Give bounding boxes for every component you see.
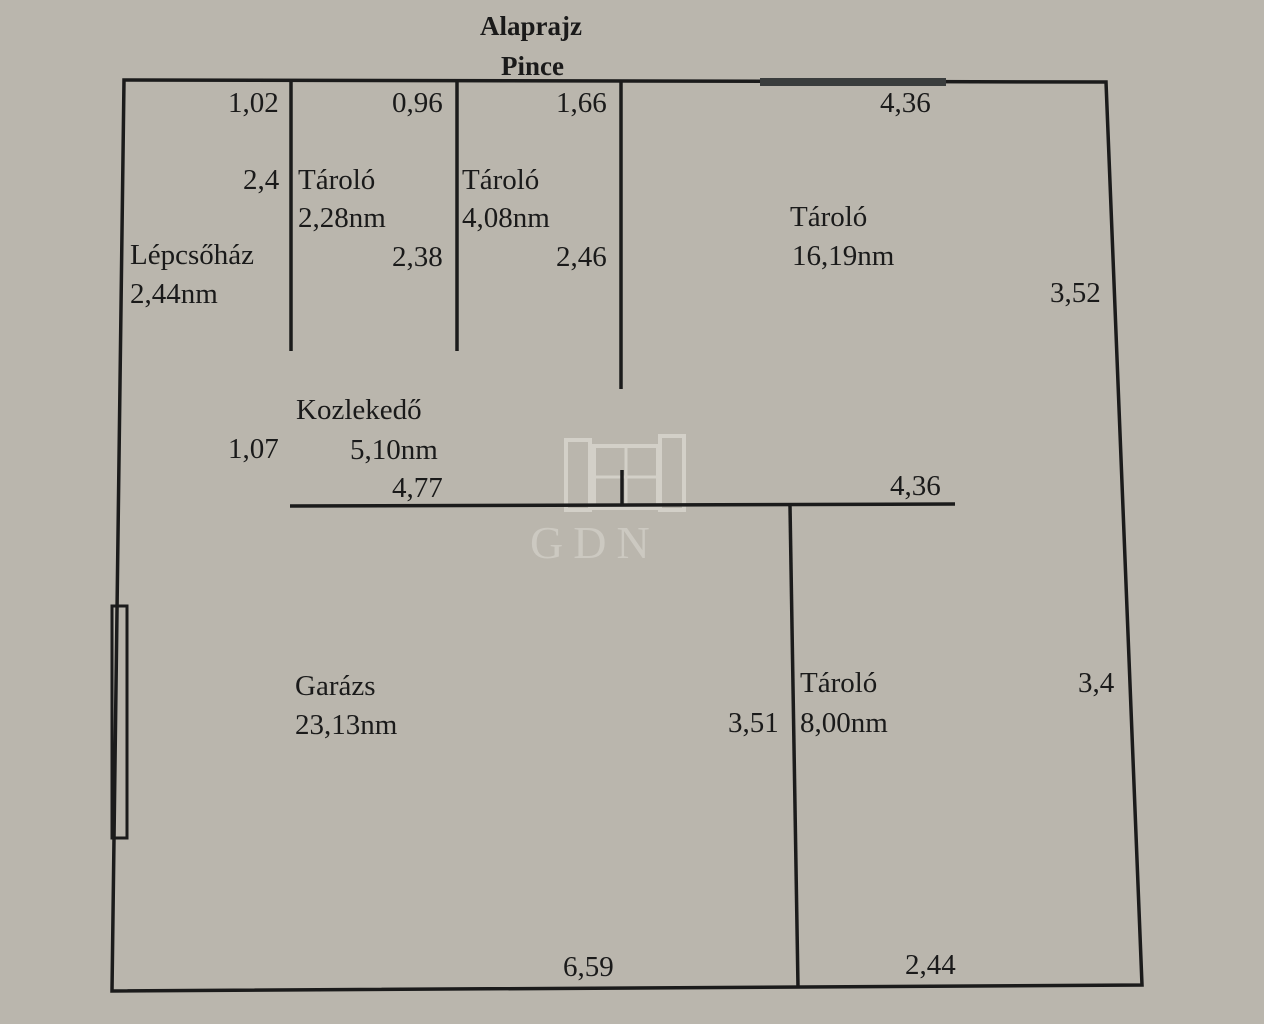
room-area: 23,13nm [295, 709, 398, 741]
room-name: Tároló [800, 667, 877, 699]
dim: 3,52 [1050, 277, 1101, 309]
room-name: Kozlekedő [296, 394, 422, 426]
room-lepcsohaz: Lépcsőház 2,44nm [130, 239, 254, 310]
room-area: 4,08nm [462, 202, 550, 234]
dim: 4,36 [890, 470, 941, 502]
room-name: Tároló [298, 164, 375, 196]
room-area: 2,28nm [298, 202, 386, 234]
watermark-text: GDN [530, 517, 660, 568]
dim: 1,66 [556, 87, 607, 119]
room-name: Tároló [462, 164, 539, 196]
room-tarolo-2: Tároló 4,08nm [462, 164, 550, 234]
room-kozlekedo: Kozlekedő 5,10nm [296, 394, 438, 466]
room-name: Tároló [790, 201, 867, 233]
gdn-watermark-logo: GDN [530, 434, 686, 568]
dim: 2,44 [905, 949, 956, 981]
dim: 4,77 [392, 472, 443, 504]
dim: 3,51 [728, 707, 779, 739]
room-area: 8,00nm [800, 707, 888, 739]
dim: 3,4 [1078, 667, 1115, 699]
dim: 1,07 [228, 433, 279, 465]
room-area: 16,19nm [792, 240, 895, 272]
dim: 6,59 [563, 951, 614, 983]
dim: 0,96 [392, 87, 443, 119]
room-name: Lépcsőház [130, 239, 254, 271]
room-tarolo-3: Tároló 16,19nm [790, 201, 895, 272]
room-tarolo-1: Tároló 2,28nm [298, 164, 386, 234]
plan-subtitle: Pince [501, 51, 564, 81]
room-tarolo-4: Tároló 8,00nm [800, 667, 888, 739]
dim: 2,4 [243, 164, 280, 196]
dim: 2,38 [392, 241, 443, 273]
room-area: 2,44nm [130, 278, 218, 310]
window-left [110, 604, 129, 840]
room-name: Garázs [295, 670, 376, 702]
dim: 1,02 [228, 87, 279, 119]
dim: 4,36 [880, 87, 931, 119]
room-garazs: Garázs 23,13nm [295, 670, 398, 741]
wall-5 [788, 505, 800, 988]
room-area: 5,10nm [350, 434, 438, 466]
plan-title: Alaprajz [480, 11, 582, 41]
dim: 2,46 [556, 241, 607, 273]
